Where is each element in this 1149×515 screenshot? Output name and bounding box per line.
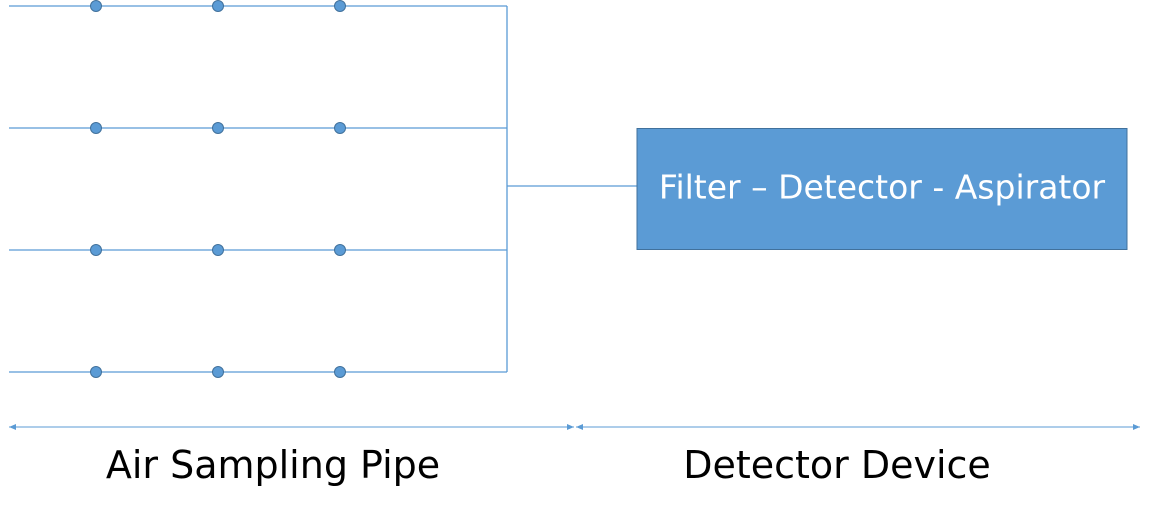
sampling-hole [334,0,346,12]
sampling-hole [90,122,102,134]
sampling-hole [334,244,346,256]
sampling-hole [212,366,224,378]
sampling-hole [334,122,346,134]
sampling-hole [90,0,102,12]
device-box [636,128,1128,250]
sampling-hole [212,122,224,134]
sampling-hole [90,244,102,256]
sampling-hole [334,366,346,378]
device-section-label: Detector Device [683,443,991,487]
sampling-hole [212,244,224,256]
detector-device: Filter – Detector - Aspirator [636,128,1128,250]
sampling-hole [90,366,102,378]
sampling-hole [212,0,224,12]
pipe-section-label: Air Sampling Pipe [106,443,440,487]
pipe-network [9,0,637,378]
device-label: Filter – Detector - Aspirator [659,168,1106,207]
